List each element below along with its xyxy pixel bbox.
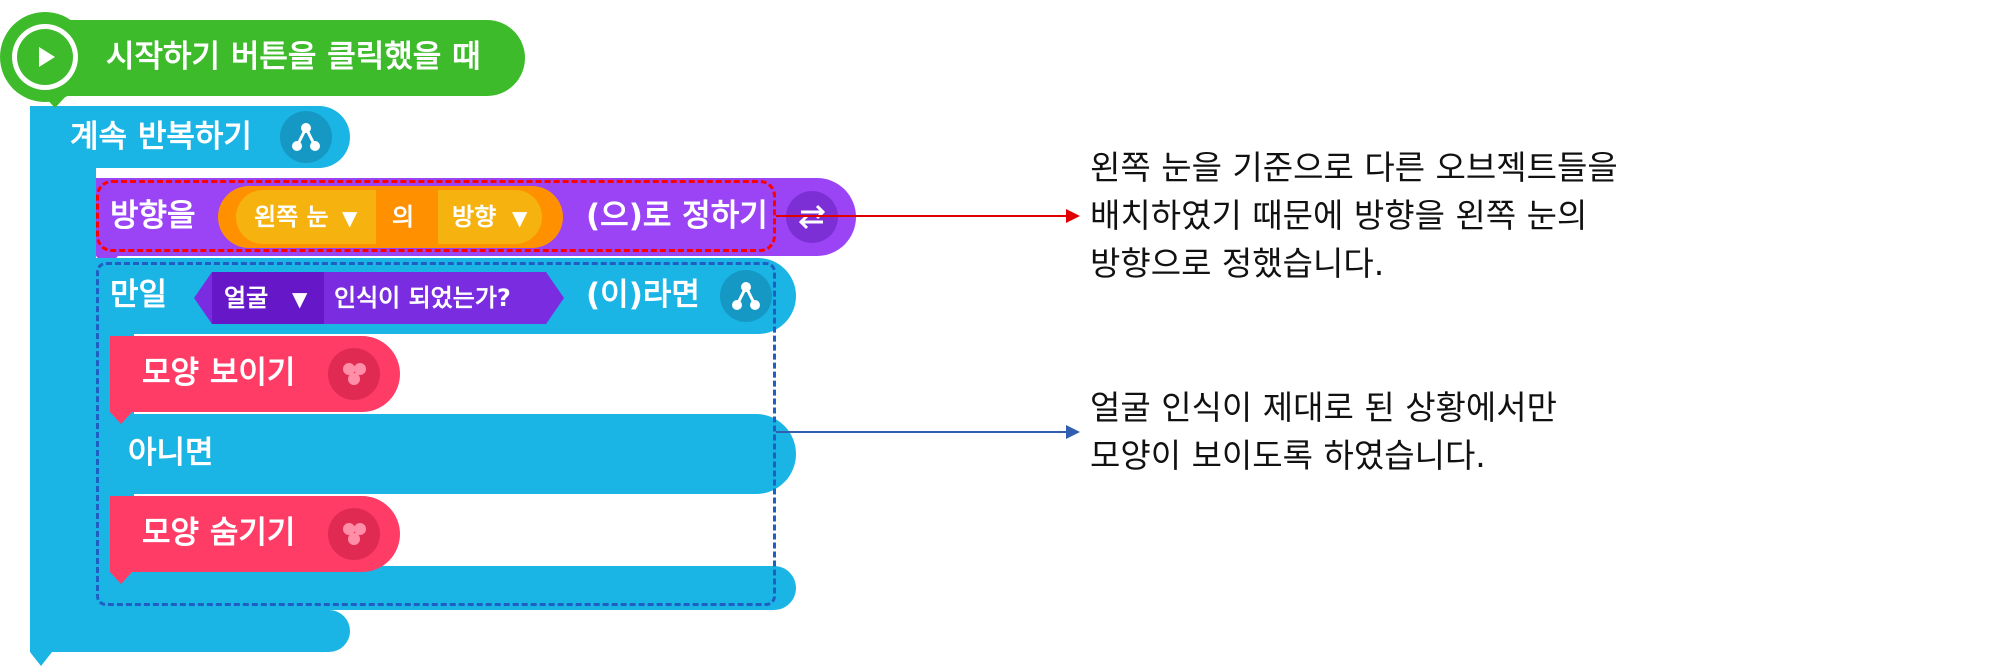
note-line: 얼굴 인식이 제대로 된 상황에서만 — [1090, 388, 1557, 427]
condition-dropdown[interactable]: 얼굴 ▼ — [212, 272, 324, 324]
direction-highlight-box — [96, 180, 776, 252]
repeat-block-bottom — [30, 610, 350, 652]
repeat-bottom-notch — [30, 652, 52, 666]
hide-shape-block[interactable]: 모양 숨기기 — [110, 496, 400, 572]
note-line: 모양이 보이도록 하였습니다. — [1090, 436, 1486, 475]
note-line: 방향으로 정했습니다. — [1090, 244, 1385, 283]
flow-category-icon — [280, 111, 332, 163]
looks-category-icon — [328, 348, 380, 400]
hide-shape-label: 모양 숨기기 — [142, 515, 296, 551]
repeat-block[interactable]: 계속 반복하기 — [30, 106, 350, 168]
note-line: 왼쪽 눈을 기준으로 다른 오브젝트들을 — [1090, 148, 1618, 187]
if-suffix: (이)라면 — [586, 277, 700, 313]
show-shape-block[interactable]: 모양 보이기 — [110, 336, 400, 412]
looks-category-icon — [328, 508, 380, 560]
direction-particle: 의 — [392, 203, 415, 231]
if-block-bottom — [96, 566, 796, 610]
property-dropdown[interactable]: 방향 ▼ — [438, 190, 542, 244]
annotation-arrows — [776, 209, 1080, 439]
show-shape-label: 모양 보이기 — [142, 355, 296, 391]
chevron-down-icon: ▼ — [292, 287, 308, 311]
if-prefix: 만일 — [110, 277, 168, 313]
blue-arrow-head — [1066, 425, 1080, 439]
play-icon[interactable] — [17, 29, 73, 85]
repeat-label: 계속 반복하기 — [70, 119, 252, 155]
condition-dropdown-value: 얼굴 — [224, 284, 269, 312]
direction-prefix: 방향을 — [110, 198, 196, 234]
condition-note: 얼굴 인식이 제대로 된 상황에서만 모양이 보이도록 하였습니다. — [1090, 384, 1557, 480]
red-arrow-head — [1066, 209, 1080, 223]
object-dropdown-value: 왼쪽 눈 — [254, 203, 329, 231]
chevron-down-icon: ▼ — [512, 206, 528, 230]
object-dropdown[interactable]: 왼쪽 눈 ▼ — [236, 190, 376, 244]
else-label: 아니면 — [128, 435, 214, 471]
property-dropdown-value: 방향 — [452, 203, 497, 231]
flow-category-icon — [720, 270, 772, 322]
event-label: 시작하기 버튼을 클릭했을 때 — [106, 39, 481, 75]
condition-text: 인식이 되었는가? — [334, 284, 511, 312]
repeat-block-arm — [30, 160, 96, 620]
direction-suffix: (으)로 정하기 — [586, 198, 768, 234]
else-block[interactable]: 아니면 — [96, 414, 796, 494]
chevron-down-icon: ▼ — [342, 206, 358, 230]
note-line: 배치하였기 때문에 방향을 왼쪽 눈의 — [1090, 196, 1588, 235]
if-else-highlight-box — [96, 262, 776, 606]
direction-note: 왼쪽 눈을 기준으로 다른 오브젝트들을 배치하였기 때문에 방향을 왼쪽 눈의… — [1090, 144, 1618, 288]
event-block[interactable]: 시작하기 버튼을 클릭했을 때 — [10, 20, 525, 96]
